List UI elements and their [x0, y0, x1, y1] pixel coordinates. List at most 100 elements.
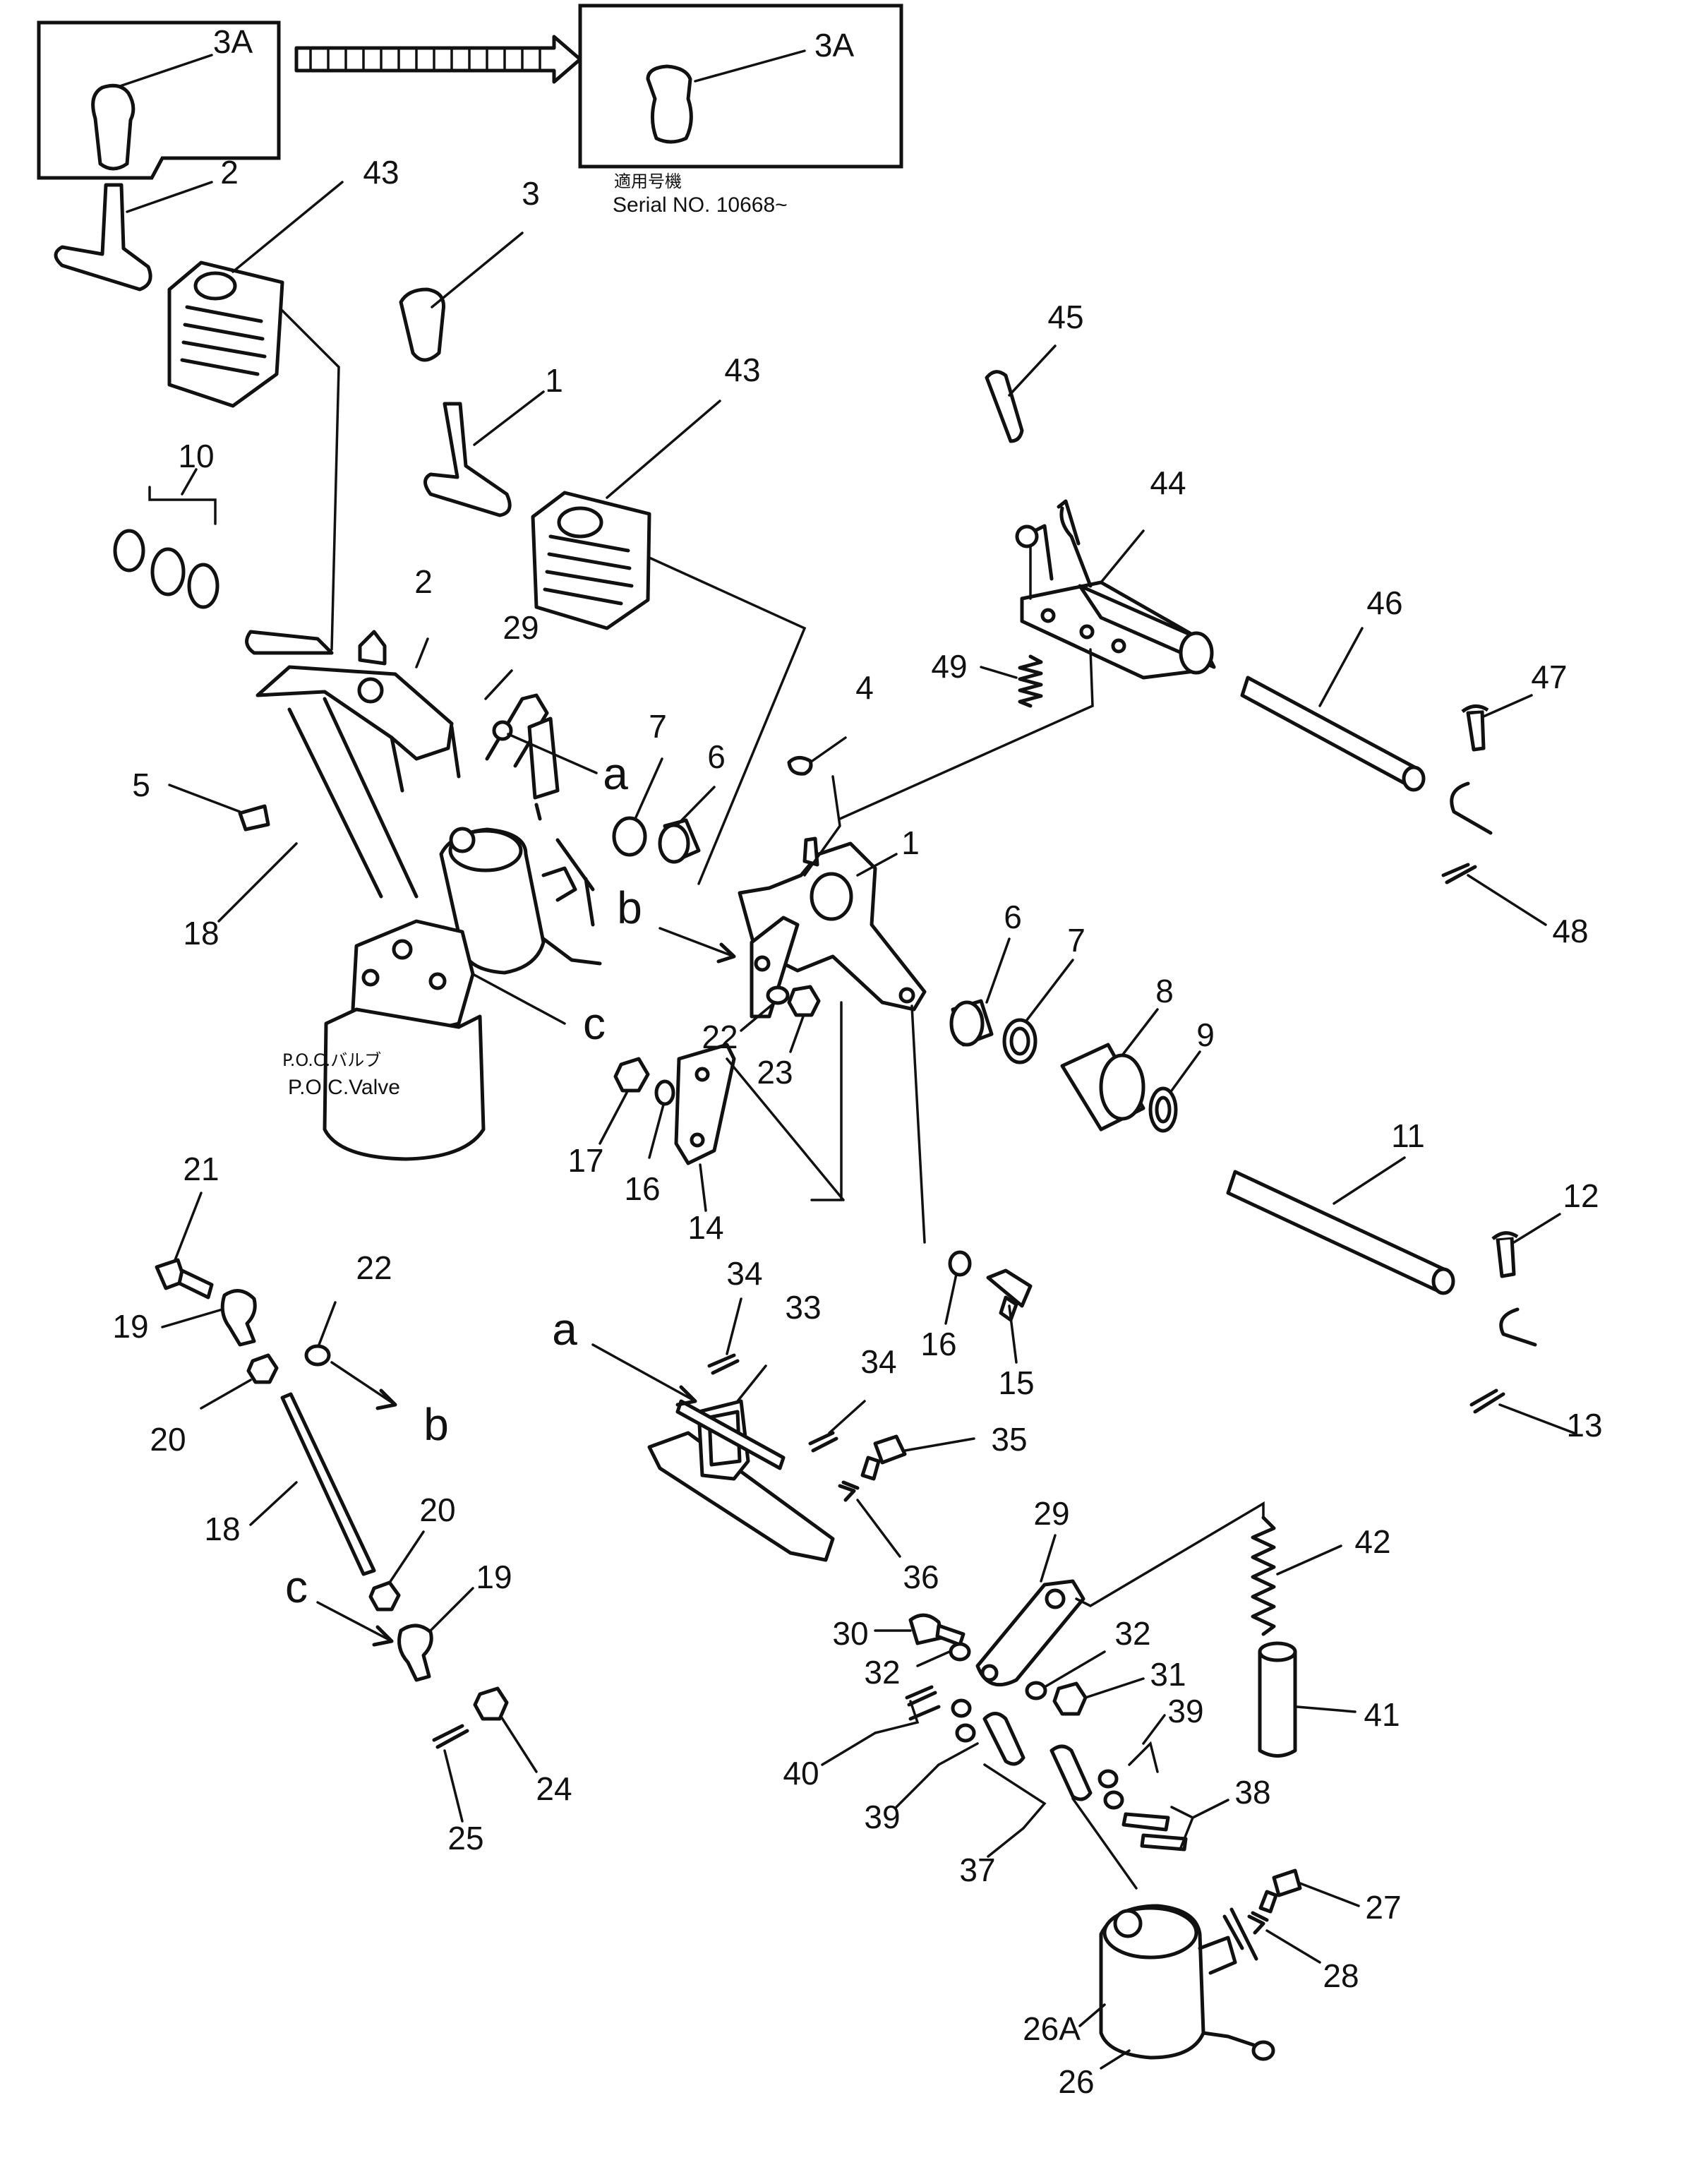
- bolt-5: [168, 784, 270, 832]
- nut-17: [599, 1057, 650, 1145]
- part-number: 20: [150, 1421, 186, 1458]
- part-number: 47: [1531, 659, 1567, 695]
- washer-9: [1148, 1050, 1201, 1133]
- part-number: 4: [855, 669, 874, 706]
- rod-18-top: [217, 842, 298, 923]
- nut-20-low: [368, 1530, 425, 1612]
- washer-16-right: [944, 1250, 972, 1325]
- spring-42: [1251, 1516, 1342, 1636]
- nut-31: [1052, 1677, 1145, 1716]
- part-number: 22: [356, 1249, 392, 1286]
- part-number: 9: [1196, 1016, 1215, 1053]
- part-number: 7: [649, 708, 667, 745]
- rod-18-low: [249, 1392, 376, 1576]
- bolt-30: [874, 1613, 966, 1647]
- part-number: 18: [183, 915, 219, 952]
- bolt-15: [986, 1268, 1033, 1364]
- clip-40: [821, 1685, 941, 1766]
- serial-note-japanese: 適用号機: [614, 172, 682, 191]
- part-number: 12: [1563, 1177, 1599, 1214]
- washer-22-mid: [740, 985, 790, 1032]
- part-number: 34: [860, 1343, 896, 1380]
- part-number: 15: [998, 1364, 1034, 1401]
- part-number: 35: [991, 1421, 1027, 1458]
- link-37: [982, 1712, 1138, 1890]
- part-number: 16: [624, 1170, 660, 1207]
- part-number: 25: [447, 1820, 483, 1856]
- part-number: 48: [1552, 913, 1588, 949]
- lever-1-top: [423, 390, 545, 517]
- nut-20-top: [200, 1353, 279, 1410]
- part-number: 29: [503, 609, 539, 646]
- washers-10: [113, 468, 219, 609]
- tube-41: [1258, 1641, 1357, 1758]
- nut-23: [787, 985, 821, 1053]
- part-number: 19: [112, 1308, 148, 1345]
- washer-39-right: [1097, 1714, 1166, 1810]
- part-number: 39: [1167, 1693, 1203, 1729]
- lever-assembly-left: [245, 630, 598, 899]
- shaft-46: [1240, 627, 1426, 792]
- spring-49: [980, 654, 1043, 708]
- pin-47: [1461, 694, 1533, 752]
- lever-2-top: [54, 181, 213, 292]
- bolt-27: [1258, 1868, 1360, 1914]
- arrow-icon: [294, 35, 582, 84]
- clip-13: [1469, 1307, 1575, 1434]
- part-number: 19: [476, 1559, 512, 1595]
- pins-38: [1121, 1799, 1229, 1852]
- part-number: 2: [220, 154, 239, 191]
- inset-old-knob: [37, 20, 281, 180]
- part-number: 45: [1047, 299, 1083, 335]
- part-number: 43: [363, 154, 399, 191]
- part-number: 46: [1366, 584, 1402, 621]
- bushing-6-7-top: [612, 757, 716, 864]
- part-number: 39: [864, 1799, 900, 1835]
- clip-48: [1441, 781, 1547, 926]
- part-number: 23: [757, 1054, 793, 1091]
- connection-letter-c-low: c: [285, 1561, 308, 1612]
- plate-14: [674, 1043, 845, 1212]
- part-number: 32: [1114, 1615, 1150, 1652]
- ring-36: [838, 1480, 901, 1558]
- link-29-low: [975, 1501, 1265, 1687]
- part-number: 13: [1566, 1407, 1602, 1444]
- part-number: 26A: [1023, 2010, 1081, 2047]
- part-number: 38: [1234, 1774, 1270, 1811]
- part-number: 11: [1391, 1117, 1425, 1154]
- connection-letter-a-top: a: [603, 748, 628, 799]
- part-number: 17: [567, 1142, 603, 1179]
- bracket-33: [647, 1364, 835, 1562]
- poc-valve: [323, 919, 566, 1161]
- part-number: 27: [1365, 1889, 1401, 1926]
- connection-letter-b-top: b: [617, 882, 642, 933]
- washer-32-right: [1025, 1650, 1106, 1700]
- part-number: 22: [702, 1019, 738, 1055]
- part-number: 14: [687, 1209, 723, 1246]
- collar-8: [1060, 1008, 1159, 1132]
- washer-28: [1247, 1911, 1321, 1964]
- boot-43-left: [167, 181, 344, 651]
- part-number: 30: [832, 1615, 868, 1652]
- washer-32-left: [916, 1642, 971, 1667]
- nut-24: [473, 1686, 538, 1773]
- pin-34-top: [707, 1297, 742, 1375]
- part-number: 8: [1155, 973, 1174, 1009]
- part-number: 29: [1033, 1495, 1069, 1532]
- bolt-35: [860, 1434, 975, 1481]
- part-number: 36: [903, 1559, 939, 1595]
- part-number: 6: [707, 738, 726, 775]
- part-number: 31: [1150, 1656, 1186, 1693]
- part-number: 28: [1323, 1957, 1359, 1994]
- knob-3: [399, 232, 524, 362]
- valve-label-english: P.O.C.Valve: [288, 1076, 400, 1099]
- part-number: 16: [920, 1326, 956, 1362]
- part-number: 40: [783, 1755, 819, 1792]
- pin-12: [1491, 1213, 1561, 1278]
- part-number: 3A: [814, 27, 855, 64]
- pin-25: [432, 1724, 469, 1823]
- washer-22-low: [304, 1301, 337, 1367]
- shaft-11: [1226, 1156, 1455, 1295]
- washer-39-left: [895, 1698, 979, 1808]
